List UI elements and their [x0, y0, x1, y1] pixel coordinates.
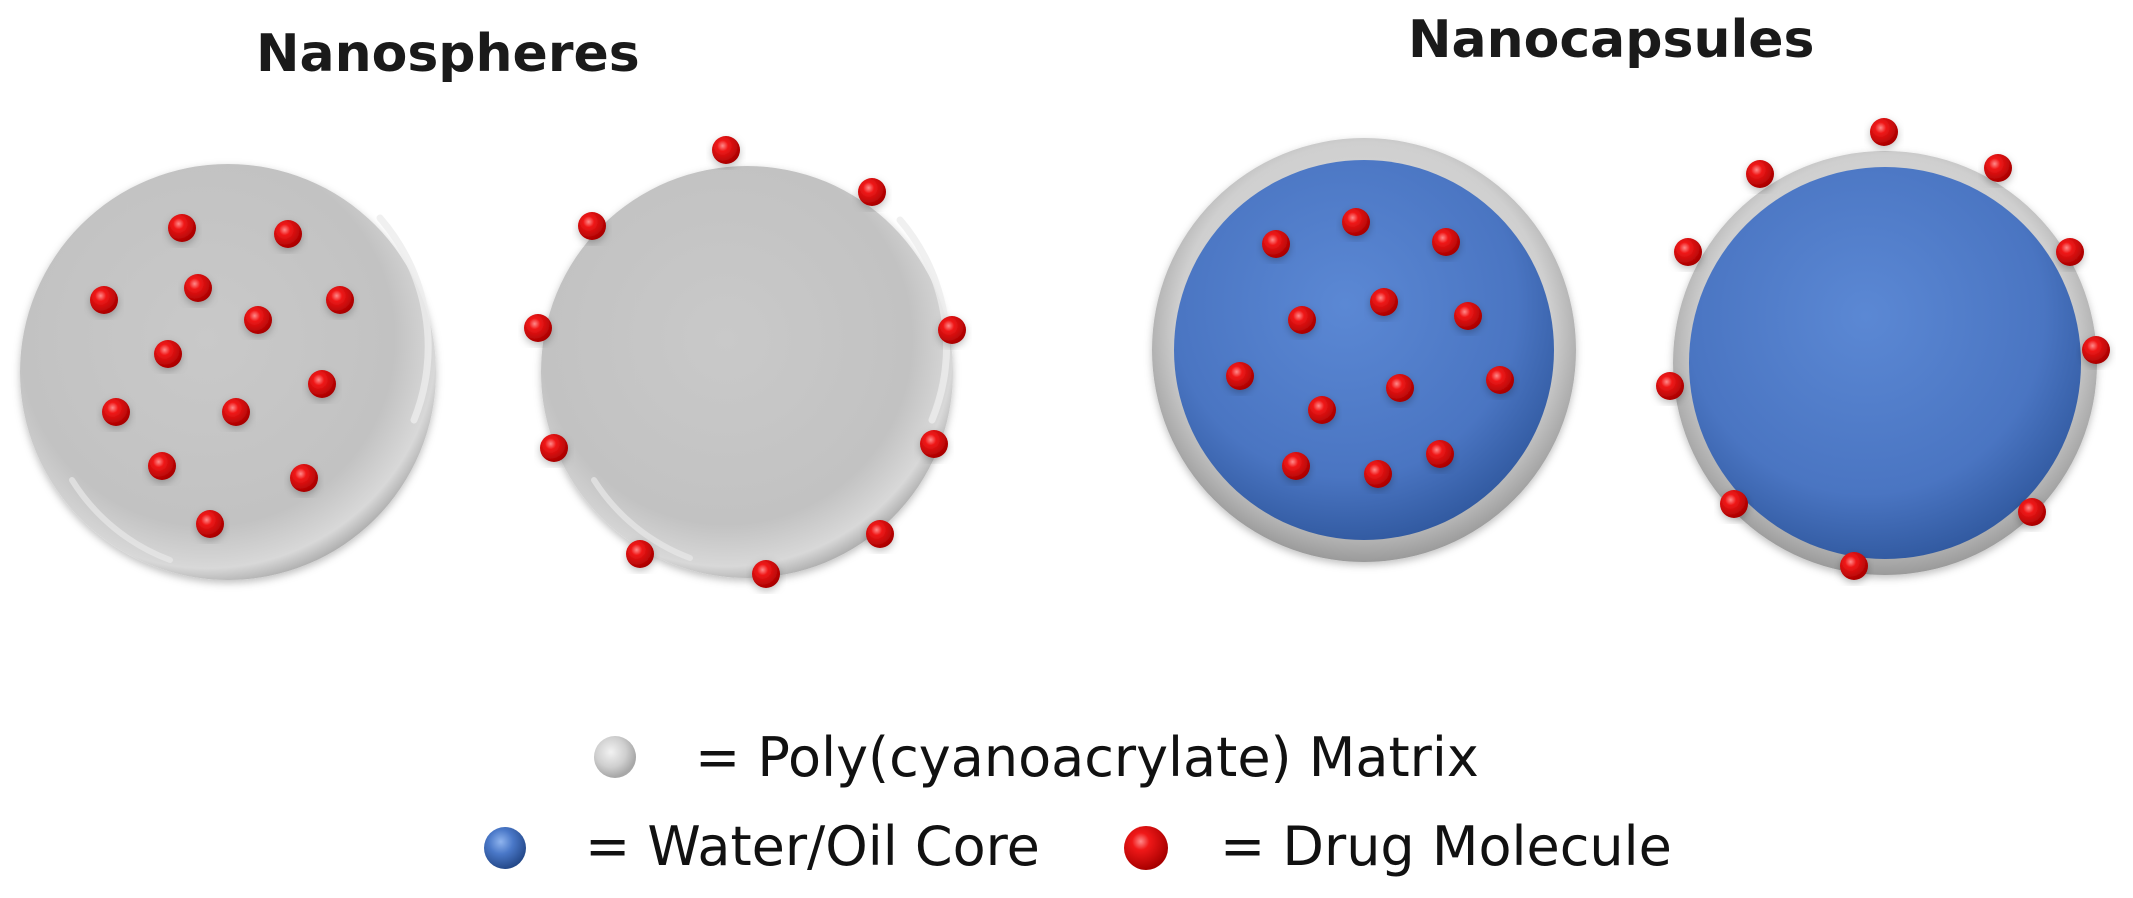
core-legend-icon: [484, 827, 526, 869]
drug-molecule: [712, 136, 740, 164]
nanocapsules-title: Nanocapsules: [1408, 10, 1815, 70]
drug-molecule: [1674, 238, 1702, 266]
drug-molecule: [1226, 362, 1254, 390]
drug-molecule: [1454, 302, 1482, 330]
drug-molecule: [1262, 230, 1290, 258]
highlight-rim: [591, 477, 693, 561]
matrix-legend-icon: [594, 736, 636, 778]
drug-molecule: [154, 340, 182, 368]
nanospheres-title: Nanospheres: [256, 24, 640, 84]
drug-molecule: [866, 520, 894, 548]
drug-molecule: [308, 370, 336, 398]
drug-legend-label: = Drug Molecule: [1220, 815, 1672, 878]
drug-molecule: [184, 274, 212, 302]
drug-molecule: [540, 434, 568, 462]
drug-molecule: [1870, 118, 1898, 146]
drug-molecule: [326, 286, 354, 314]
drug-molecule: [2056, 238, 2084, 266]
matrix-legend-label: = Poly(cyanoacrylate) Matrix: [695, 726, 1479, 789]
drug-molecule: [222, 398, 250, 426]
drug-molecule: [626, 540, 654, 568]
matrix-particle: [20, 164, 436, 580]
drug-molecule: [148, 452, 176, 480]
drug-molecule: [1840, 552, 1868, 580]
nanosphere-surface: [524, 136, 966, 588]
highlight-rim: [376, 214, 432, 424]
drug-molecule: [1288, 306, 1316, 334]
drug-molecule: [244, 306, 272, 334]
drug-molecule: [1364, 460, 1392, 488]
highlight-rim: [896, 216, 951, 424]
drug-molecule: [1720, 490, 1748, 518]
drug-molecule: [274, 220, 302, 248]
drug-molecule: [1342, 208, 1370, 236]
drug-molecule: [1370, 288, 1398, 316]
nanocapsule-surface-loaded: [1656, 118, 2110, 580]
drug-molecule: [102, 398, 130, 426]
matrix-particle: [541, 166, 953, 578]
drug-molecule: [1486, 366, 1514, 394]
water-oil-core: [1689, 167, 2081, 559]
drug-molecule: [1386, 374, 1414, 402]
drug-molecule: [578, 212, 606, 240]
drug-legend-icon: [1124, 826, 1168, 870]
drug-molecule: [524, 314, 552, 342]
core-legend-label: = Water/Oil Core: [585, 815, 1040, 878]
nanocapsule-core-loaded: [1152, 138, 1576, 562]
drug-molecule: [1432, 228, 1460, 256]
drug-molecule: [1746, 160, 1774, 188]
drug-molecule: [752, 560, 780, 588]
highlight-rim: [69, 477, 173, 563]
drug-molecule: [90, 286, 118, 314]
drug-molecule: [858, 178, 886, 206]
drug-molecule: [2082, 336, 2110, 364]
drug-molecule: [168, 214, 196, 242]
drug-molecule: [1426, 440, 1454, 468]
drug-molecule: [196, 510, 224, 538]
drug-molecule: [938, 316, 966, 344]
nanosphere-dispersed: [20, 164, 436, 580]
drug-molecule: [920, 430, 948, 458]
drug-molecule: [1282, 452, 1310, 480]
drug-molecule: [1984, 154, 2012, 182]
drug-molecule: [1656, 372, 1684, 400]
drug-molecule: [290, 464, 318, 492]
drug-molecule: [2018, 498, 2046, 526]
drug-molecule: [1308, 396, 1336, 424]
